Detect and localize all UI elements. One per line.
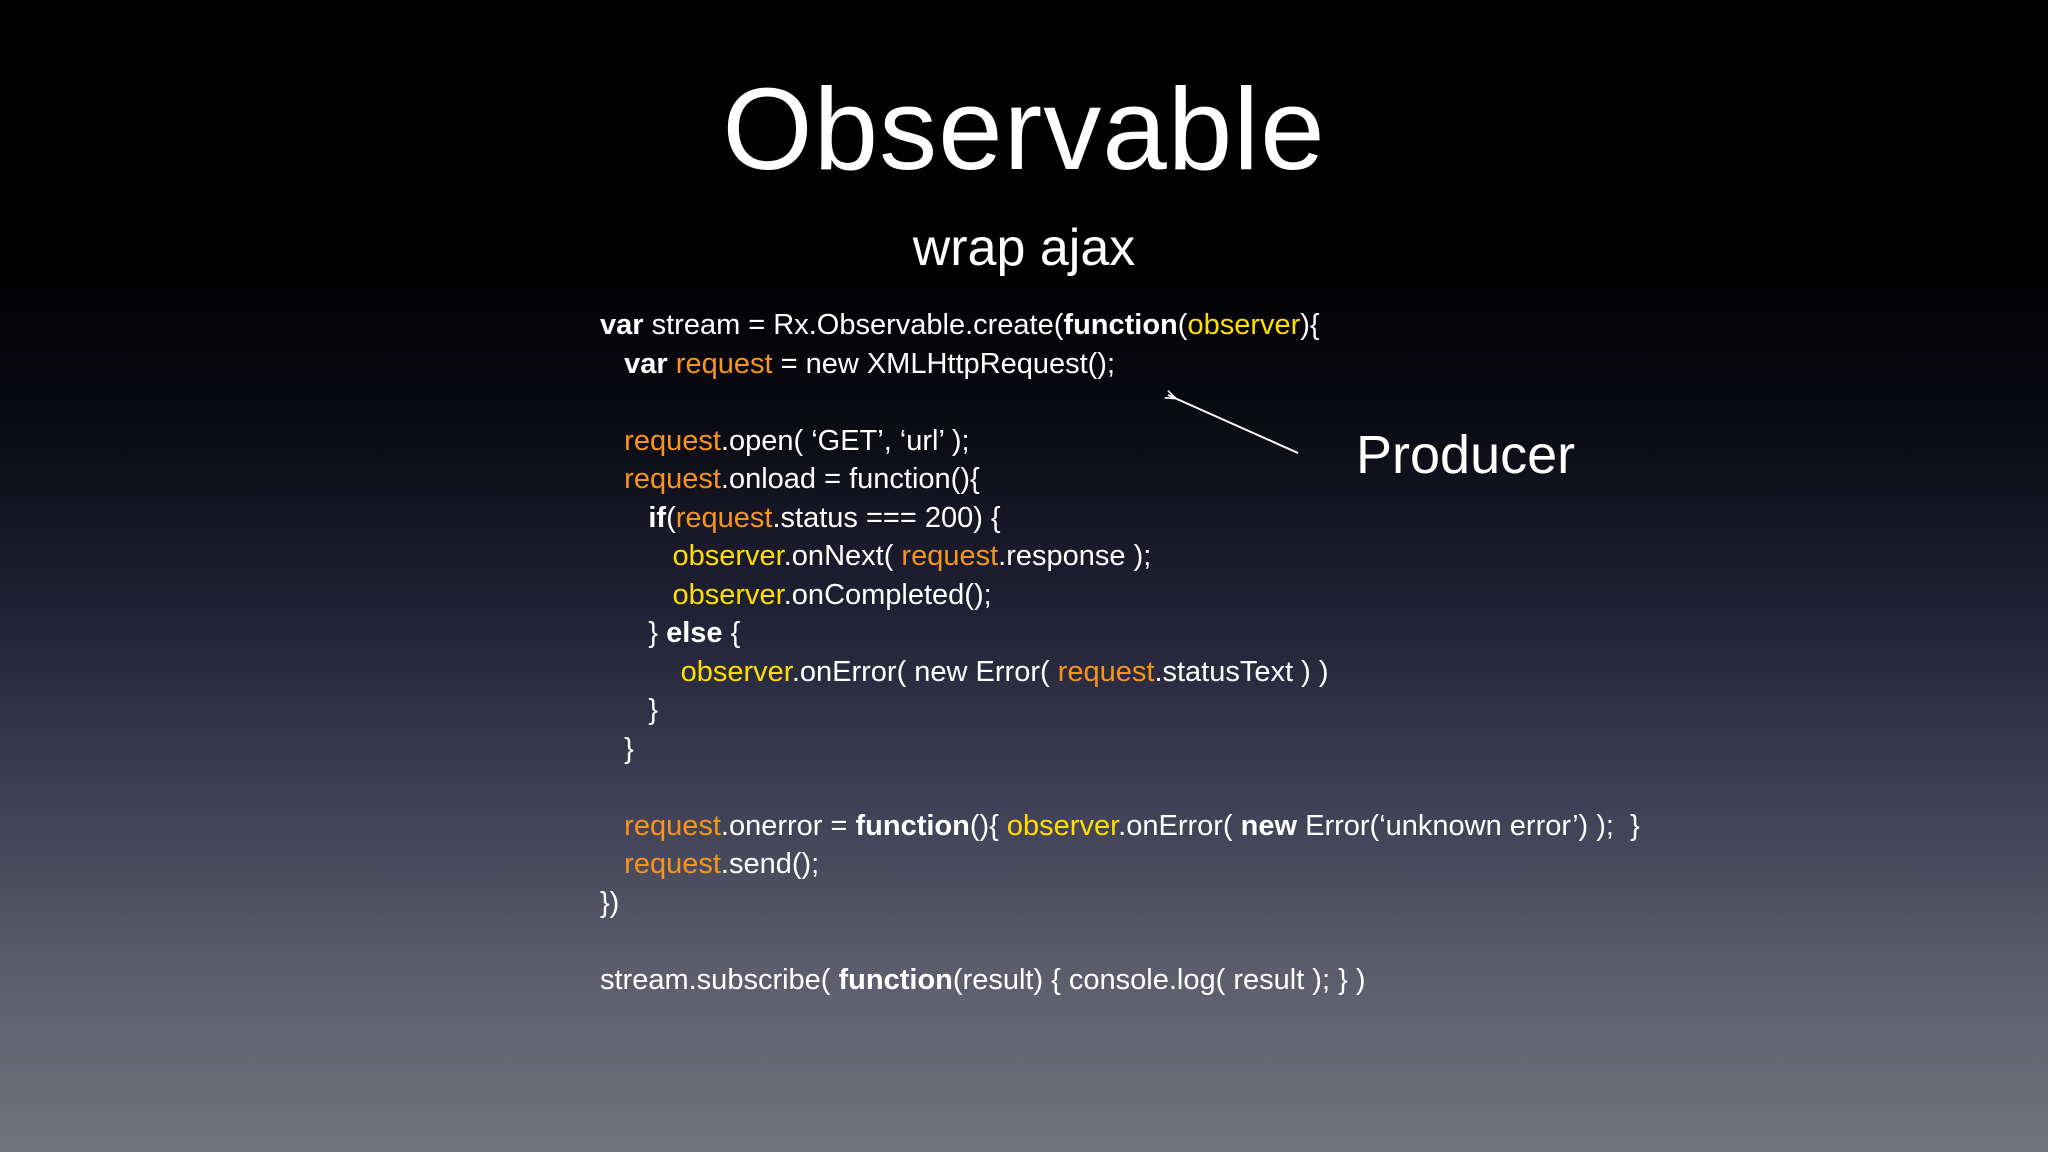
code-token: function (855, 809, 970, 842)
code-token: .onerror = (720, 809, 856, 842)
code-token: .statusText ) ) (1154, 655, 1329, 688)
producer-label: Producer (1356, 425, 1576, 485)
code-token: var (600, 309, 644, 341)
code-token: .onError( new Error( (791, 655, 1058, 688)
code-line (600, 383, 1640, 422)
code-line: var stream = Rx.Observable.create(functi… (600, 306, 1640, 345)
code-line: }) (600, 884, 1640, 923)
code-token: } (600, 732, 634, 765)
code-token: .response ); (998, 540, 1152, 572)
code-token: .onload = function(){ (720, 463, 980, 495)
code-token: observer (680, 655, 792, 688)
code-token: observer (672, 578, 784, 611)
code-token: observer (672, 540, 784, 572)
code-token: ( (666, 501, 676, 534)
code-token: .send(); (720, 848, 820, 880)
code-token (600, 502, 648, 534)
code-token: function (1063, 309, 1178, 341)
code-token: request (624, 809, 721, 842)
code-line (600, 922, 1640, 961)
code-line: request.send(); (600, 845, 1640, 884)
code-token (600, 425, 624, 457)
code-token: Error(‘unknown error’) ); } (1297, 809, 1640, 842)
code-token: = new XMLHttpRequest(); (772, 347, 1116, 380)
slide-subtitle: wrap ajax (912, 219, 1136, 277)
code-token: request (624, 463, 721, 495)
code-token: request (901, 540, 999, 572)
code-token: var (624, 347, 668, 380)
code-line: stream.subscribe( function(result) { con… (600, 961, 1640, 1000)
code-token: .onError( (1118, 809, 1241, 842)
code-token: request (675, 501, 773, 534)
code-token (600, 810, 624, 842)
code-line: } else { (600, 614, 1640, 653)
code-token: }) (600, 886, 620, 919)
code-token (600, 848, 624, 880)
code-line: observer.onCompleted(); (600, 576, 1640, 615)
code-token: request (1057, 655, 1155, 688)
code-token: { (722, 617, 741, 649)
code-token: .onCompleted(); (783, 578, 992, 611)
code-token: new (1240, 809, 1298, 842)
code-token (600, 463, 624, 495)
code-token: } (600, 617, 667, 649)
code-token (600, 579, 673, 611)
code-token: observer (1187, 309, 1301, 341)
code-line: } (600, 730, 1640, 769)
code-token (600, 540, 673, 572)
code-token: .open( ‘GET’, ‘url’ ); (720, 424, 970, 457)
code-token: (result) { console.log( result ); } ) (952, 963, 1366, 996)
code-token: ( (1177, 309, 1188, 341)
code-token: else (666, 617, 723, 649)
code-line: if(request.status === 200) { (600, 499, 1640, 538)
code-token: (){ (969, 809, 1007, 842)
code-line: observer.onNext( request.response ); (600, 537, 1640, 576)
code-block: var stream = Rx.Observable.create(functi… (600, 306, 1640, 999)
code-token: request (675, 347, 773, 380)
code-line: var request = new XMLHttpRequest(); (600, 345, 1640, 384)
code-token: .onNext( (783, 540, 902, 572)
code-token: } (600, 694, 659, 726)
slide-title: Observable (722, 64, 1326, 194)
code-line: request.onload = function(){ (600, 460, 1640, 499)
code-token (600, 348, 624, 380)
code-token: request (624, 848, 721, 880)
code-token (600, 656, 681, 688)
code-line (600, 768, 1640, 807)
code-token: observer (1006, 809, 1119, 842)
code-token: stream = Rx.Observable.create( (643, 309, 1064, 341)
code-token (668, 348, 676, 380)
code-token: stream.subscribe( (600, 963, 839, 996)
code-line: } (600, 691, 1640, 730)
code-line: request.onerror = function(){ observer.o… (600, 807, 1640, 846)
code-token: if (648, 501, 667, 534)
code-token: ){ (1300, 309, 1320, 341)
code-line: observer.onError( new Error( request.sta… (600, 653, 1640, 692)
code-token: request (624, 424, 721, 457)
code-token: .status === 200) { (772, 501, 1001, 534)
code-token: function (838, 963, 953, 996)
code-line: request.open( ‘GET’, ‘url’ ); (600, 422, 1640, 461)
